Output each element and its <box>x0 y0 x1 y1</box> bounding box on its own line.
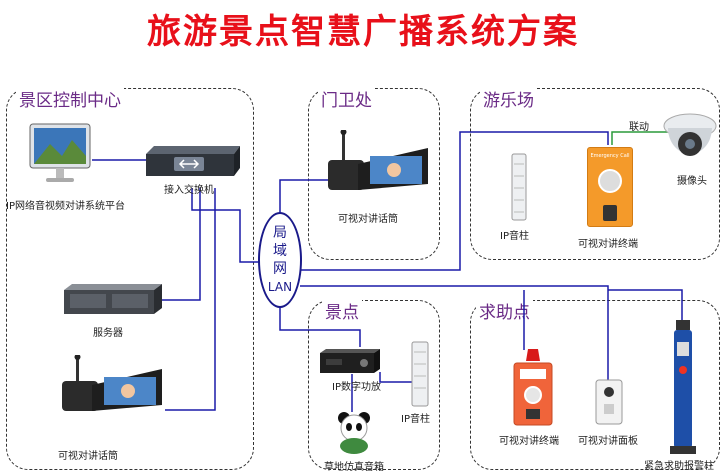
pc-monitor-icon <box>29 123 91 182</box>
help-pillar-caption: 紧急求助报警柱 <box>644 461 714 472</box>
wire-lan-help <box>300 285 609 380</box>
zone-label-gate: 门卫处 <box>318 86 375 111</box>
server-caption: 服务器 <box>93 328 123 339</box>
control-console-caption: 可视对讲话筒 <box>58 451 118 462</box>
lan-label-1: 局 <box>273 225 287 241</box>
zone-spot <box>308 300 440 470</box>
help-panel-caption: 可视对讲面板 <box>578 436 638 447</box>
zone-park <box>470 88 720 260</box>
switch-icon <box>146 146 240 176</box>
amplifier-caption: IP数字功放 <box>332 382 381 393</box>
zone-help <box>470 300 720 470</box>
park-terminal: Emergency Call <box>587 147 633 227</box>
wire-switch-server <box>162 188 201 301</box>
panda-speaker-caption: 草地仿真音箱 <box>324 462 384 473</box>
park-column-speaker-icon <box>511 153 527 221</box>
wire-lan-pillar <box>608 289 683 320</box>
server-icon <box>64 284 162 314</box>
lan-label-2: 域 <box>273 243 287 259</box>
park-terminal-caption: 可视对讲终端 <box>578 239 638 250</box>
park-link-label: 联动 <box>629 122 649 133</box>
help-pillar-icon <box>670 320 696 454</box>
wire-switch-lan <box>191 188 262 263</box>
park-terminal-screen-label: Emergency Call <box>590 153 630 159</box>
control-console-icon <box>62 355 162 411</box>
wire-switch-console <box>165 188 216 411</box>
park-terminal-button-icon <box>598 169 622 193</box>
wire-link-camera <box>611 131 668 145</box>
pc-caption: IP网络音视频对讲系统平台 <box>6 201 125 212</box>
spot-column-caption: IP音柱 <box>401 414 430 425</box>
park-column-caption: IP音柱 <box>500 231 529 242</box>
zone-control-center <box>6 88 254 470</box>
zone-label-spot: 景点 <box>322 298 362 323</box>
wire-lan-park <box>300 131 609 271</box>
gate-console-caption: 可视对讲话筒 <box>338 214 398 225</box>
panda-speaker-icon <box>338 412 370 454</box>
lan-label-4: LAN <box>267 280 293 294</box>
lan-label-3: 网 <box>273 261 287 277</box>
help-terminal-caption: 可视对讲终端 <box>499 436 559 447</box>
zone-label-control-center: 景区控制中心 <box>16 86 124 111</box>
camera-caption: 摄像头 <box>677 176 707 187</box>
lan-hub: 局 域 网 LAN <box>258 212 302 308</box>
park-terminal-keypad-icon <box>603 205 617 221</box>
zone-label-park: 游乐场 <box>480 86 537 111</box>
help-panel-icon <box>595 379 623 425</box>
amplifier-icon <box>320 349 380 373</box>
spot-column-speaker-icon <box>411 341 429 407</box>
wire-lan-amp <box>279 306 361 347</box>
gate-console-icon <box>328 130 428 190</box>
camera-icon <box>663 113 717 156</box>
wire-amp-column <box>379 372 420 383</box>
help-terminal-icon <box>513 349 553 426</box>
diagram-title: 旅游景点智慧广播系统方案 <box>147 12 579 52</box>
wire-lan-gate <box>279 179 328 214</box>
switch-caption: 接入交换机 <box>164 185 214 196</box>
